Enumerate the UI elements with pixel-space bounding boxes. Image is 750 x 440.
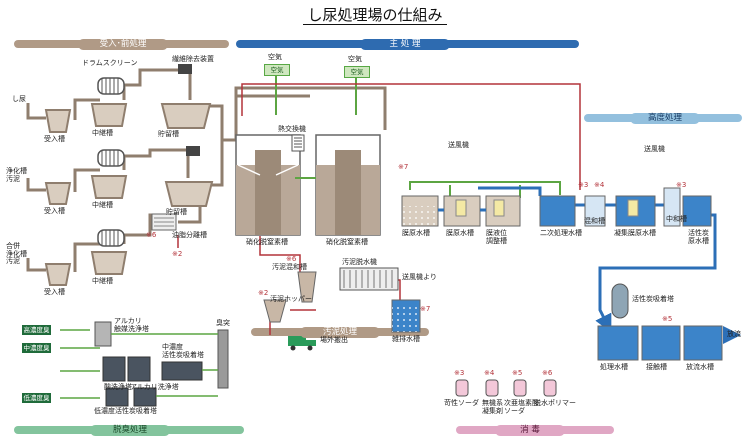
chem-mark-3: ※3: [454, 369, 465, 377]
page-title: し尿処理場の仕組み: [0, 4, 750, 25]
advanced-tanks: [539, 187, 723, 361]
misc-tank-label: 雑排水槽: [392, 335, 420, 343]
storage-tank-label-1: 貯留槽: [158, 130, 179, 138]
source-label-3: 合併 浄化槽 汚泥: [6, 242, 27, 266]
oil-separator-label: 油脂分離槽: [172, 231, 207, 239]
mark-4-adv: ※4: [594, 181, 605, 189]
carry-out-label: 場外搬出: [320, 336, 348, 344]
source-label-1: し尿: [12, 95, 26, 103]
chem-mark-6: ※6: [542, 369, 553, 377]
chem-mark-4: ※4: [484, 369, 495, 377]
mark-7-main: ※7: [398, 163, 409, 171]
membrane-level-tank-label: 膜液位 調整槽: [486, 229, 507, 245]
mark-3-adv-2: ※3: [676, 181, 687, 189]
receiving-tank-label-3: 受入槽: [44, 288, 65, 296]
section-disinfect: 消 毒: [495, 425, 565, 436]
air-label-1: 空気: [268, 53, 282, 61]
chem-name-4: 無機系 凝集剤: [482, 399, 503, 415]
sludge-equipment: [263, 267, 421, 351]
fiber-remover-label: 繊維除去装置: [172, 55, 214, 63]
hopper-label: 汚泥ホッパー: [270, 295, 312, 303]
deodor-equipment: [60, 321, 229, 407]
mark-2-sludge: ※2: [258, 289, 269, 297]
neutral-tank-label: 中和槽: [666, 215, 687, 223]
section-pre: 受入･前処理: [78, 39, 168, 50]
air-label-2: 空気: [348, 55, 362, 63]
mid-carbon-label: 中濃度 活性炭吸着塔: [162, 343, 204, 359]
mark-3-adv: ※3: [578, 181, 589, 189]
drum-screen-label: ドラムスクリーン: [82, 59, 138, 67]
chem-name-3: 苛性ソーダ: [444, 399, 479, 407]
receiving-tank-label-2: 受入槽: [44, 207, 65, 215]
membrane-tanks: [401, 195, 521, 227]
chemical-bottles: [455, 379, 557, 397]
chem-mark-5: ※5: [512, 369, 523, 377]
nitrification-tank-label-2: 硝化脱窒素槽: [326, 238, 368, 246]
section-main: 主 処 理: [360, 39, 450, 50]
blower-label-adv: 送風機: [644, 145, 665, 153]
relay-tank-label-2: 中継槽: [92, 201, 113, 209]
section-deodor: 脱臭処理: [90, 425, 170, 436]
section-sludge: 汚泥処理: [300, 327, 380, 338]
heat-exchanger-label: 熱交換機: [278, 125, 306, 133]
alkali-tower-label: アルカリ 触媒洗浄塔: [114, 317, 149, 333]
acid-tower-label: 酸洗浄塔: [104, 383, 132, 391]
dewatering-label: 汚泥脱水機: [342, 258, 377, 266]
treated-tank-label: 処理水槽: [600, 363, 628, 371]
air-box-2: 空気: [344, 66, 370, 78]
blower-label-main: 送風機: [448, 141, 469, 149]
flocc-tank-label: 凝集膜原水槽: [614, 229, 656, 237]
air-box-1: 空気: [264, 64, 290, 76]
treated-water-pipes: [438, 186, 741, 344]
stack-label: 臭突: [216, 319, 230, 327]
chem-name-5: 次亜塩素酸 ソーダ: [504, 399, 539, 415]
low-carbon-label: 低濃度活性炭吸着塔: [94, 407, 157, 415]
mid-odor-label: 中濃度臭気: [22, 343, 51, 362]
carbon-raw-tank-label: 活性炭 原水槽: [688, 229, 709, 245]
discharge-label: 放流: [727, 330, 741, 338]
blower-from-label: 送風機より: [402, 273, 437, 281]
carbon-tower-label: 活性炭吸着塔: [632, 295, 674, 303]
mark-7-sludge: ※7: [420, 305, 431, 313]
receiving-tank-label-1: 受入槽: [44, 135, 65, 143]
nitrification-tanks: [235, 134, 381, 236]
low-odor-label: 低濃度臭気: [22, 393, 51, 412]
storage-tank-label-2: 貯留槽: [166, 208, 187, 216]
relay-tank-label-1: 中継槽: [92, 129, 113, 137]
nitrification-tank-label-1: 硝化脱窒素槽: [246, 238, 288, 246]
mixing-tank-label: 混和槽: [584, 217, 605, 225]
contact-tank-label: 接触槽: [646, 363, 667, 371]
alkali-wash-label: アルカリ洗浄塔: [130, 383, 179, 391]
mark-6-sludge: ※6: [286, 255, 297, 263]
secondary-tank-label: 二次処理水槽: [540, 229, 582, 237]
discharge-tank-label: 放流水槽: [686, 363, 714, 371]
section-band-lines: [14, 40, 742, 434]
relay-tank-label-3: 中継槽: [92, 277, 113, 285]
membrane-water-tank-label: 膜原水槽: [402, 229, 430, 237]
membrane-tank-label: 膜原水槽: [446, 229, 474, 237]
section-advanced: 高度処理: [630, 113, 700, 124]
mark-6-pre: ※6: [146, 231, 157, 239]
high-odor-label: 高濃度臭気: [22, 325, 51, 344]
mark-2-pre: ※2: [172, 250, 183, 258]
chem-name-6: 脱水ポリマー: [534, 399, 576, 407]
pre-tanks: [44, 64, 214, 286]
mark-5-adv: ※5: [662, 315, 673, 323]
sludge-mixing-label: 汚泥混和槽: [272, 263, 307, 271]
source-label-2: 浄化槽 汚泥: [6, 167, 27, 183]
